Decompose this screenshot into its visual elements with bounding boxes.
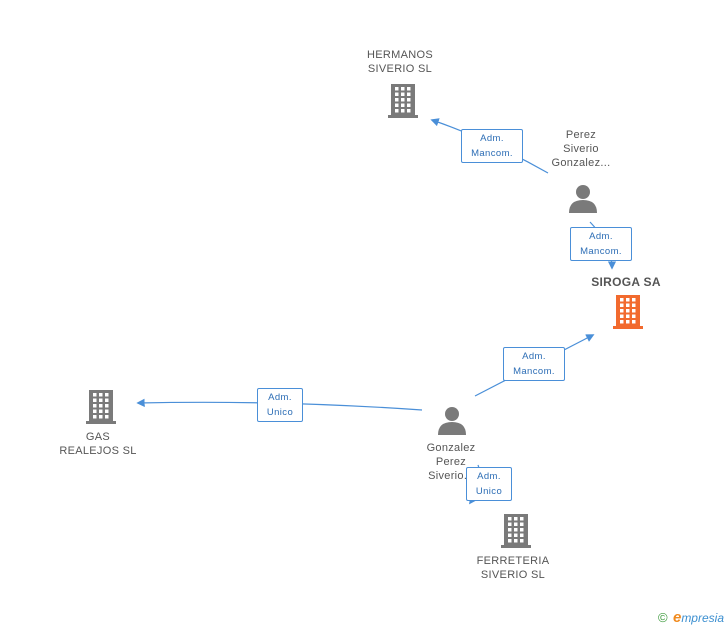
node-label-line: FERRETERIA [476,555,550,567]
node-label-line: SIVERIO SL [480,569,546,581]
edge-label-line: Adm. [522,351,546,362]
node-label-line: Gonzalez... [551,157,611,169]
edge-label-gonzalez-ferreteria: Adm. Unico [466,467,512,501]
brand-initial: e [672,609,682,626]
building-icon-hermanos[interactable] [388,84,418,118]
brand-name: mpresia [681,611,724,625]
node-label-ferreteria[interactable]: FERRETERIA SIVERIO SL [465,554,561,582]
footer-brand[interactable]: © empresia [658,609,724,626]
node-label-line: Gonzalez [426,442,476,454]
edge-label-line: Mancom. [513,366,555,377]
node-label-line: Siverio [563,143,599,155]
edge-label-perez-siroga: Adm. Mancom. [570,227,632,261]
person-icon-gonzalez[interactable] [438,407,466,435]
edge-label-line: Unico [266,407,294,418]
edge-label-line: Adm. [589,231,613,242]
copyright-icon: © [658,610,668,625]
node-label-line: Perez [435,456,467,468]
node-label-line: HERMANOS [367,49,433,61]
node-label-line: SIROGA SA [591,275,661,289]
node-label-perez[interactable]: Perez Siverio Gonzalez... [536,128,626,170]
edge-label-line: Unico [475,486,503,497]
node-label-line: GAS [85,431,111,443]
building-icon-ferreteria[interactable] [501,514,531,548]
edge-label-line: Adm. [480,133,504,144]
person-icon-perez[interactable] [569,185,597,213]
building-icon-gas[interactable] [86,390,116,424]
edge-label-line: Adm. [477,471,501,482]
edge-label-line: Mancom. [580,246,622,257]
edge-label-gonzalez-gas: Adm. Unico [257,388,303,422]
node-label-hermanos[interactable]: HERMANOS SIVERIO SL [352,48,448,76]
node-label-line: SIVERIO SL [367,63,433,75]
edge-label-gonzalez-siroga: Adm. Mancom. [503,347,565,381]
building-icon-siroga[interactable] [613,295,643,329]
edge-label-line: Adm. [268,392,292,403]
node-label-gas[interactable]: GAS REALEJOS SL [50,430,146,458]
node-label-line: Siverio... [428,470,474,482]
node-label-line: Perez [565,129,597,141]
edge-label-line: Mancom. [471,148,513,159]
node-label-siroga[interactable]: SIROGA SA [578,275,674,289]
edge-label-perez-hermanos: Adm. Mancom. [461,129,523,163]
node-label-gonzalez[interactable]: Gonzalez Perez Siverio... [406,441,496,483]
node-label-line: REALEJOS SL [59,445,137,457]
